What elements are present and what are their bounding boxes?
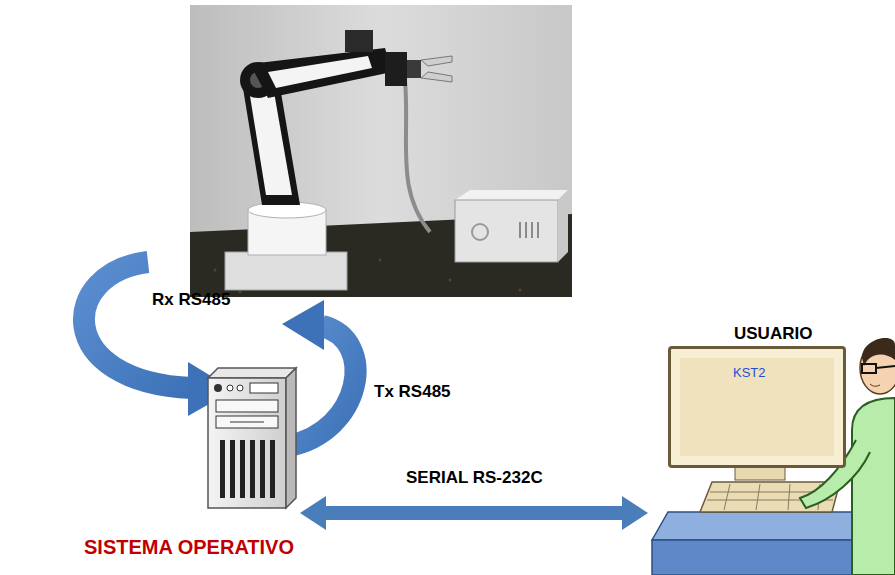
signal-label: Rx RS485 bbox=[152, 290, 230, 310]
robot-photo bbox=[190, 5, 572, 297]
edge-label: SERIAL RS-232C bbox=[404, 468, 545, 488]
signal-label: Tx RS485 bbox=[374, 382, 451, 402]
user-workstation bbox=[652, 338, 895, 575]
monitor-screen: KST2 bbox=[668, 346, 846, 468]
serial-arrow bbox=[300, 496, 648, 530]
computer-node: SISTEMA OPERATIVO bbox=[200, 366, 300, 512]
node-heading: USUARIO bbox=[734, 324, 812, 344]
node-caption: SISTEMA OPERATIVO bbox=[84, 536, 294, 559]
screen-text: KST2 bbox=[733, 365, 766, 380]
user-node: USUARIO KST2 bbox=[648, 320, 895, 575]
computer-tower bbox=[208, 368, 296, 508]
